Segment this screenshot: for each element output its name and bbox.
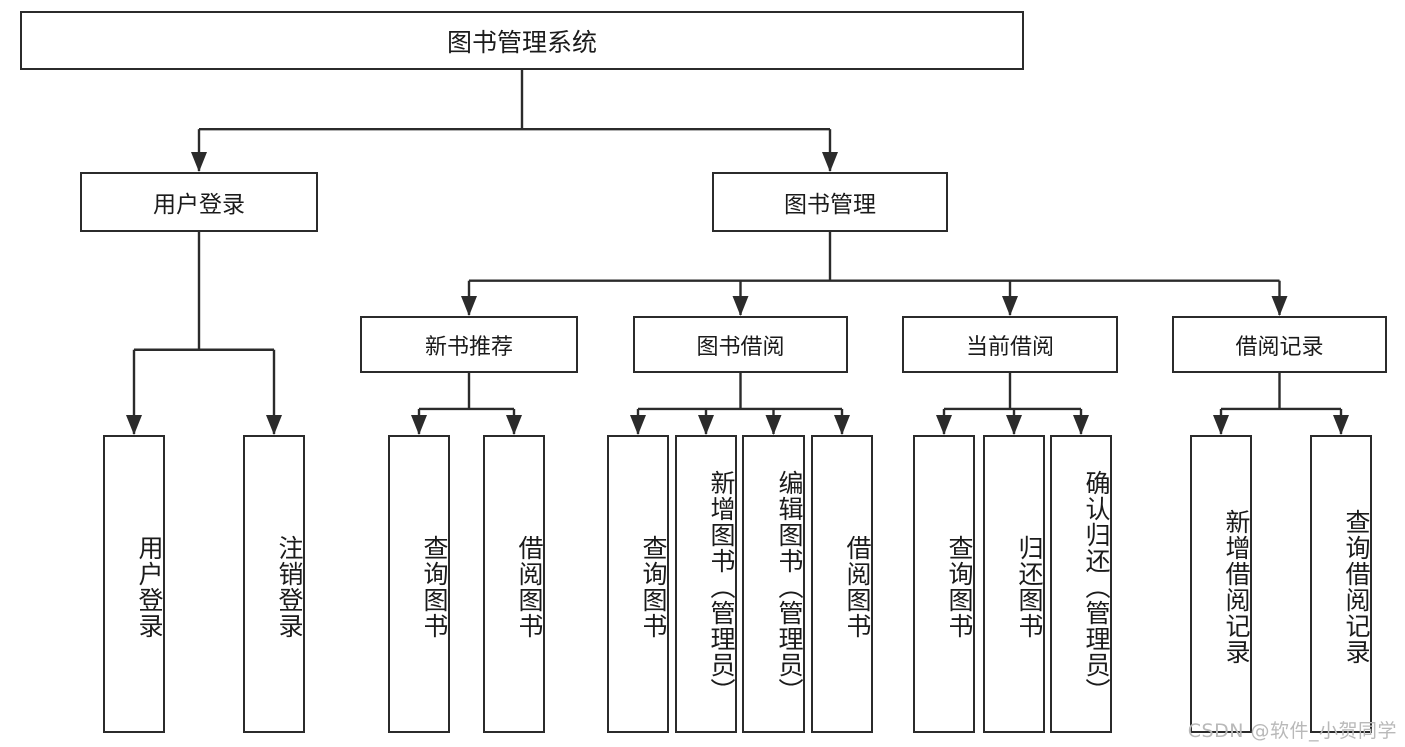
arrowhead-icon: [506, 415, 522, 435]
arrowhead-icon: [822, 152, 838, 172]
node-label: 查询图书: [945, 535, 974, 639]
arrowhead-icon: [765, 415, 782, 435]
node-l-confirm[interactable]: 确认归还（管理员）: [1050, 435, 1112, 733]
node-label: 编辑图书（管理员）: [775, 470, 804, 704]
arrowhead-icon: [1002, 296, 1018, 316]
arrowhead-icon: [1333, 415, 1349, 435]
watermark-label: CSDN @软件_小贺同学: [1187, 720, 1397, 742]
node-label: 借阅图书: [515, 535, 544, 639]
node-label: 新书推荐: [424, 334, 513, 360]
node-label: 新增图书（管理员）: [707, 470, 736, 704]
node-label: 图书借阅: [696, 334, 785, 360]
node-bookmgmt[interactable]: 图书管理: [712, 172, 948, 232]
node-label: 查询图书: [639, 535, 668, 639]
node-root[interactable]: 图书管理系统: [20, 11, 1024, 70]
node-l-return[interactable]: 归还图书: [983, 435, 1045, 733]
node-l-addrec[interactable]: 新增借阅记录: [1190, 435, 1252, 733]
node-label: 确认归还（管理员）: [1082, 470, 1111, 704]
node-label: 图书管理系统: [446, 27, 597, 57]
node-label: 图书管理: [784, 192, 876, 218]
arrowhead-icon: [411, 415, 427, 435]
arrowhead-icon: [1271, 296, 1288, 316]
node-l-query2[interactable]: 查询图书: [607, 435, 669, 733]
node-current[interactable]: 当前借阅: [902, 316, 1118, 373]
arrowhead-icon: [1073, 415, 1089, 435]
node-label: 查询图书: [420, 535, 449, 639]
node-l-borrow2[interactable]: 借阅图书: [811, 435, 873, 733]
node-records[interactable]: 借阅记录: [1172, 316, 1387, 373]
node-l-queryrec[interactable]: 查询借阅记录: [1310, 435, 1372, 733]
arrowhead-icon: [266, 415, 282, 435]
node-label: 用户登录: [153, 192, 245, 218]
node-l-edit[interactable]: 编辑图书（管理员）: [742, 435, 805, 733]
arrowhead-icon: [834, 415, 850, 435]
node-borrow[interactable]: 图书借阅: [633, 316, 848, 373]
node-label: 借阅记录: [1235, 334, 1324, 360]
arrowhead-icon: [630, 415, 646, 435]
node-label: 注销登录: [275, 535, 304, 639]
arrowhead-icon: [732, 296, 749, 316]
node-l-query3[interactable]: 查询图书: [913, 435, 975, 733]
node-label: 用户登录: [135, 535, 164, 639]
arrowhead-icon: [1213, 415, 1229, 435]
node-label: 当前借阅: [965, 334, 1054, 360]
node-l-borrow1[interactable]: 借阅图书: [483, 435, 545, 733]
node-label: 新增借阅记录: [1222, 509, 1251, 665]
arrowhead-icon: [461, 296, 477, 316]
node-label: 归还图书: [1015, 535, 1044, 639]
node-login[interactable]: 用户登录: [80, 172, 318, 232]
node-l-query1[interactable]: 查询图书: [388, 435, 450, 733]
node-newbook[interactable]: 新书推荐: [360, 316, 578, 373]
arrowhead-icon: [1006, 415, 1022, 435]
node-l-login[interactable]: 用户登录: [103, 435, 165, 733]
arrowhead-icon: [191, 152, 207, 172]
node-l-logout[interactable]: 注销登录: [243, 435, 305, 733]
node-l-add[interactable]: 新增图书（管理员）: [675, 435, 737, 733]
node-label: 查询借阅记录: [1342, 509, 1371, 665]
node-label: 借阅图书: [843, 535, 872, 639]
arrowhead-icon: [126, 415, 142, 435]
arrowhead-icon: [698, 415, 714, 435]
arrowhead-icon: [936, 415, 952, 435]
